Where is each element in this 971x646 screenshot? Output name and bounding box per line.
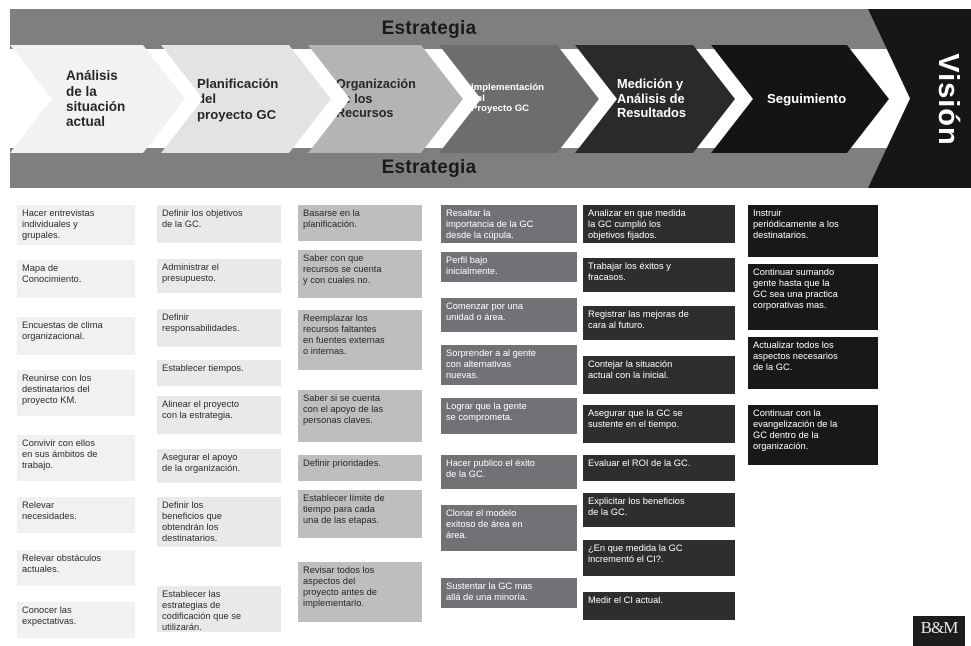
organizacion-activity: Basarse en la planificación.	[298, 205, 422, 241]
planificacion-activity: Definir responsabilidades.	[157, 309, 281, 347]
implementacion-activity: Hacer publico el éxito de la GC.	[441, 455, 577, 489]
phase-label: Medición y Análisis de Resultados	[617, 76, 686, 121]
implementacion-activity: Lograr que la gente se comprometa.	[441, 398, 577, 434]
phase-chevron-6: Seguimiento	[711, 45, 889, 153]
seguimiento-activity: Continuar sumando gente hasta que la GC …	[748, 264, 878, 330]
phase-chevron-4: Implementación del Proyecto GC	[439, 45, 599, 153]
phase-label: Organización de los Recursos	[336, 77, 416, 121]
organizacion-activity: Establecer límite de tiempo para cada un…	[298, 490, 422, 538]
planificacion-activity: Asegurar el apoyo de la organización.	[157, 449, 281, 483]
analisis-activity: Relevar obstáculos actuales.	[17, 550, 135, 586]
phase-label: Análisis de la situación actual	[66, 68, 126, 130]
medicion-activity: Evaluar el ROI de la GC.	[583, 455, 735, 481]
phase-chevron-5: Medición y Análisis de Resultados	[575, 45, 735, 153]
bm-logo: B&M	[913, 616, 965, 646]
organizacion-activity: Reemplazar los recursos faltantes en fue…	[298, 310, 422, 370]
analisis-activity: Relevar necesidades.	[17, 497, 135, 533]
strategy-label-bottom: Estrategia	[381, 157, 477, 178]
implementacion-activity: Perfil bajo inicialmente.	[441, 252, 577, 282]
analisis-activity: Convivir con ellos en sus ámbitos de tra…	[17, 435, 135, 481]
analisis-activity: Mapa de Conocimiento.	[17, 260, 135, 298]
organizacion-activity: Definir prioridades.	[298, 455, 422, 481]
strategy-band-top: Estrategia	[10, 9, 888, 49]
planificacion-activity: Establecer las estrategias de codificaci…	[157, 586, 281, 632]
seguimiento-activity: Instruir periódicamente a los destinatar…	[748, 205, 878, 257]
medicion-activity: Registrar las mejoras de cara al futuro.	[583, 306, 735, 340]
phase-chevron-1: Análisis de la situación actual	[10, 45, 185, 153]
medicion-activity: Trabajar los éxitos y fracasos.	[583, 258, 735, 292]
strategy-band-bottom: Estrategia	[10, 148, 888, 188]
strategy-label-top: Estrategia	[381, 18, 477, 39]
analisis-activity: Encuestas de clima organizacional.	[17, 317, 135, 355]
implementacion-activity: Sorprender a al gente con alternativas n…	[441, 345, 577, 385]
organizacion-activity: Saber si se cuenta con el apoyo de las p…	[298, 390, 422, 442]
seguimiento-activity: Actualizar todos los aspectos necesarios…	[748, 337, 878, 389]
phase-chevron-2: Planificación del proyecto GC	[161, 45, 331, 153]
planificacion-activity: Definir los objetivos de la GC.	[157, 205, 281, 243]
planificacion-activity: Establecer tiempos.	[157, 360, 281, 386]
medicion-activity: Medir el CI actual.	[583, 592, 735, 620]
organizacion-activity: Saber con que recursos se cuenta y con c…	[298, 250, 422, 298]
medicion-activity: Asegurar que la GC se sustente en el tie…	[583, 405, 735, 443]
phase-label: Implementación del Proyecto GC	[471, 81, 545, 115]
analisis-activity: Hacer entrevistas individuales y grupale…	[17, 205, 135, 245]
implementacion-activity: Clonar el modelo exitoso de área en área…	[441, 505, 577, 551]
analisis-activity: Reunirse con los destinatarios del proye…	[17, 370, 135, 416]
medicion-activity: ¿En que medida la GC incrementó el CI?.	[583, 540, 735, 576]
planificacion-activity: Definir los beneficios que obtendrán los…	[157, 497, 281, 547]
medicion-activity: Contejar la situación actual con la inic…	[583, 356, 735, 394]
analisis-activity: Conocer las expectativas.	[17, 602, 135, 638]
phase-label: Seguimiento	[767, 91, 847, 107]
logo-text: B&M	[920, 618, 959, 637]
planificacion-activity: Alinear el proyecto con la estrategia.	[157, 396, 281, 434]
seguimiento-activity: Continuar con la evangelización de la GC…	[748, 405, 878, 465]
medicion-activity: Analizar en que medida la GC cumplió los…	[583, 205, 735, 243]
phase-chevron-3: Organización de los Recursos	[308, 45, 463, 153]
planificacion-activity: Administrar el presupuesto.	[157, 259, 281, 293]
phase-label: Planificación del proyecto GC	[197, 76, 279, 122]
implementacion-activity: Comenzar por una unidad o área.	[441, 298, 577, 332]
medicion-activity: Explicitar los beneficios de la GC.	[583, 493, 735, 527]
implementacion-activity: Resaltar la importancia de la GC desde l…	[441, 205, 577, 243]
implementacion-activity: Sustentar la GC mas allá de una minoría.	[441, 578, 577, 608]
organizacion-activity: Revisar todos los aspectos del proyecto …	[298, 562, 422, 622]
phase-chevrons: Análisis de la situación actual Planifica…	[0, 45, 971, 153]
